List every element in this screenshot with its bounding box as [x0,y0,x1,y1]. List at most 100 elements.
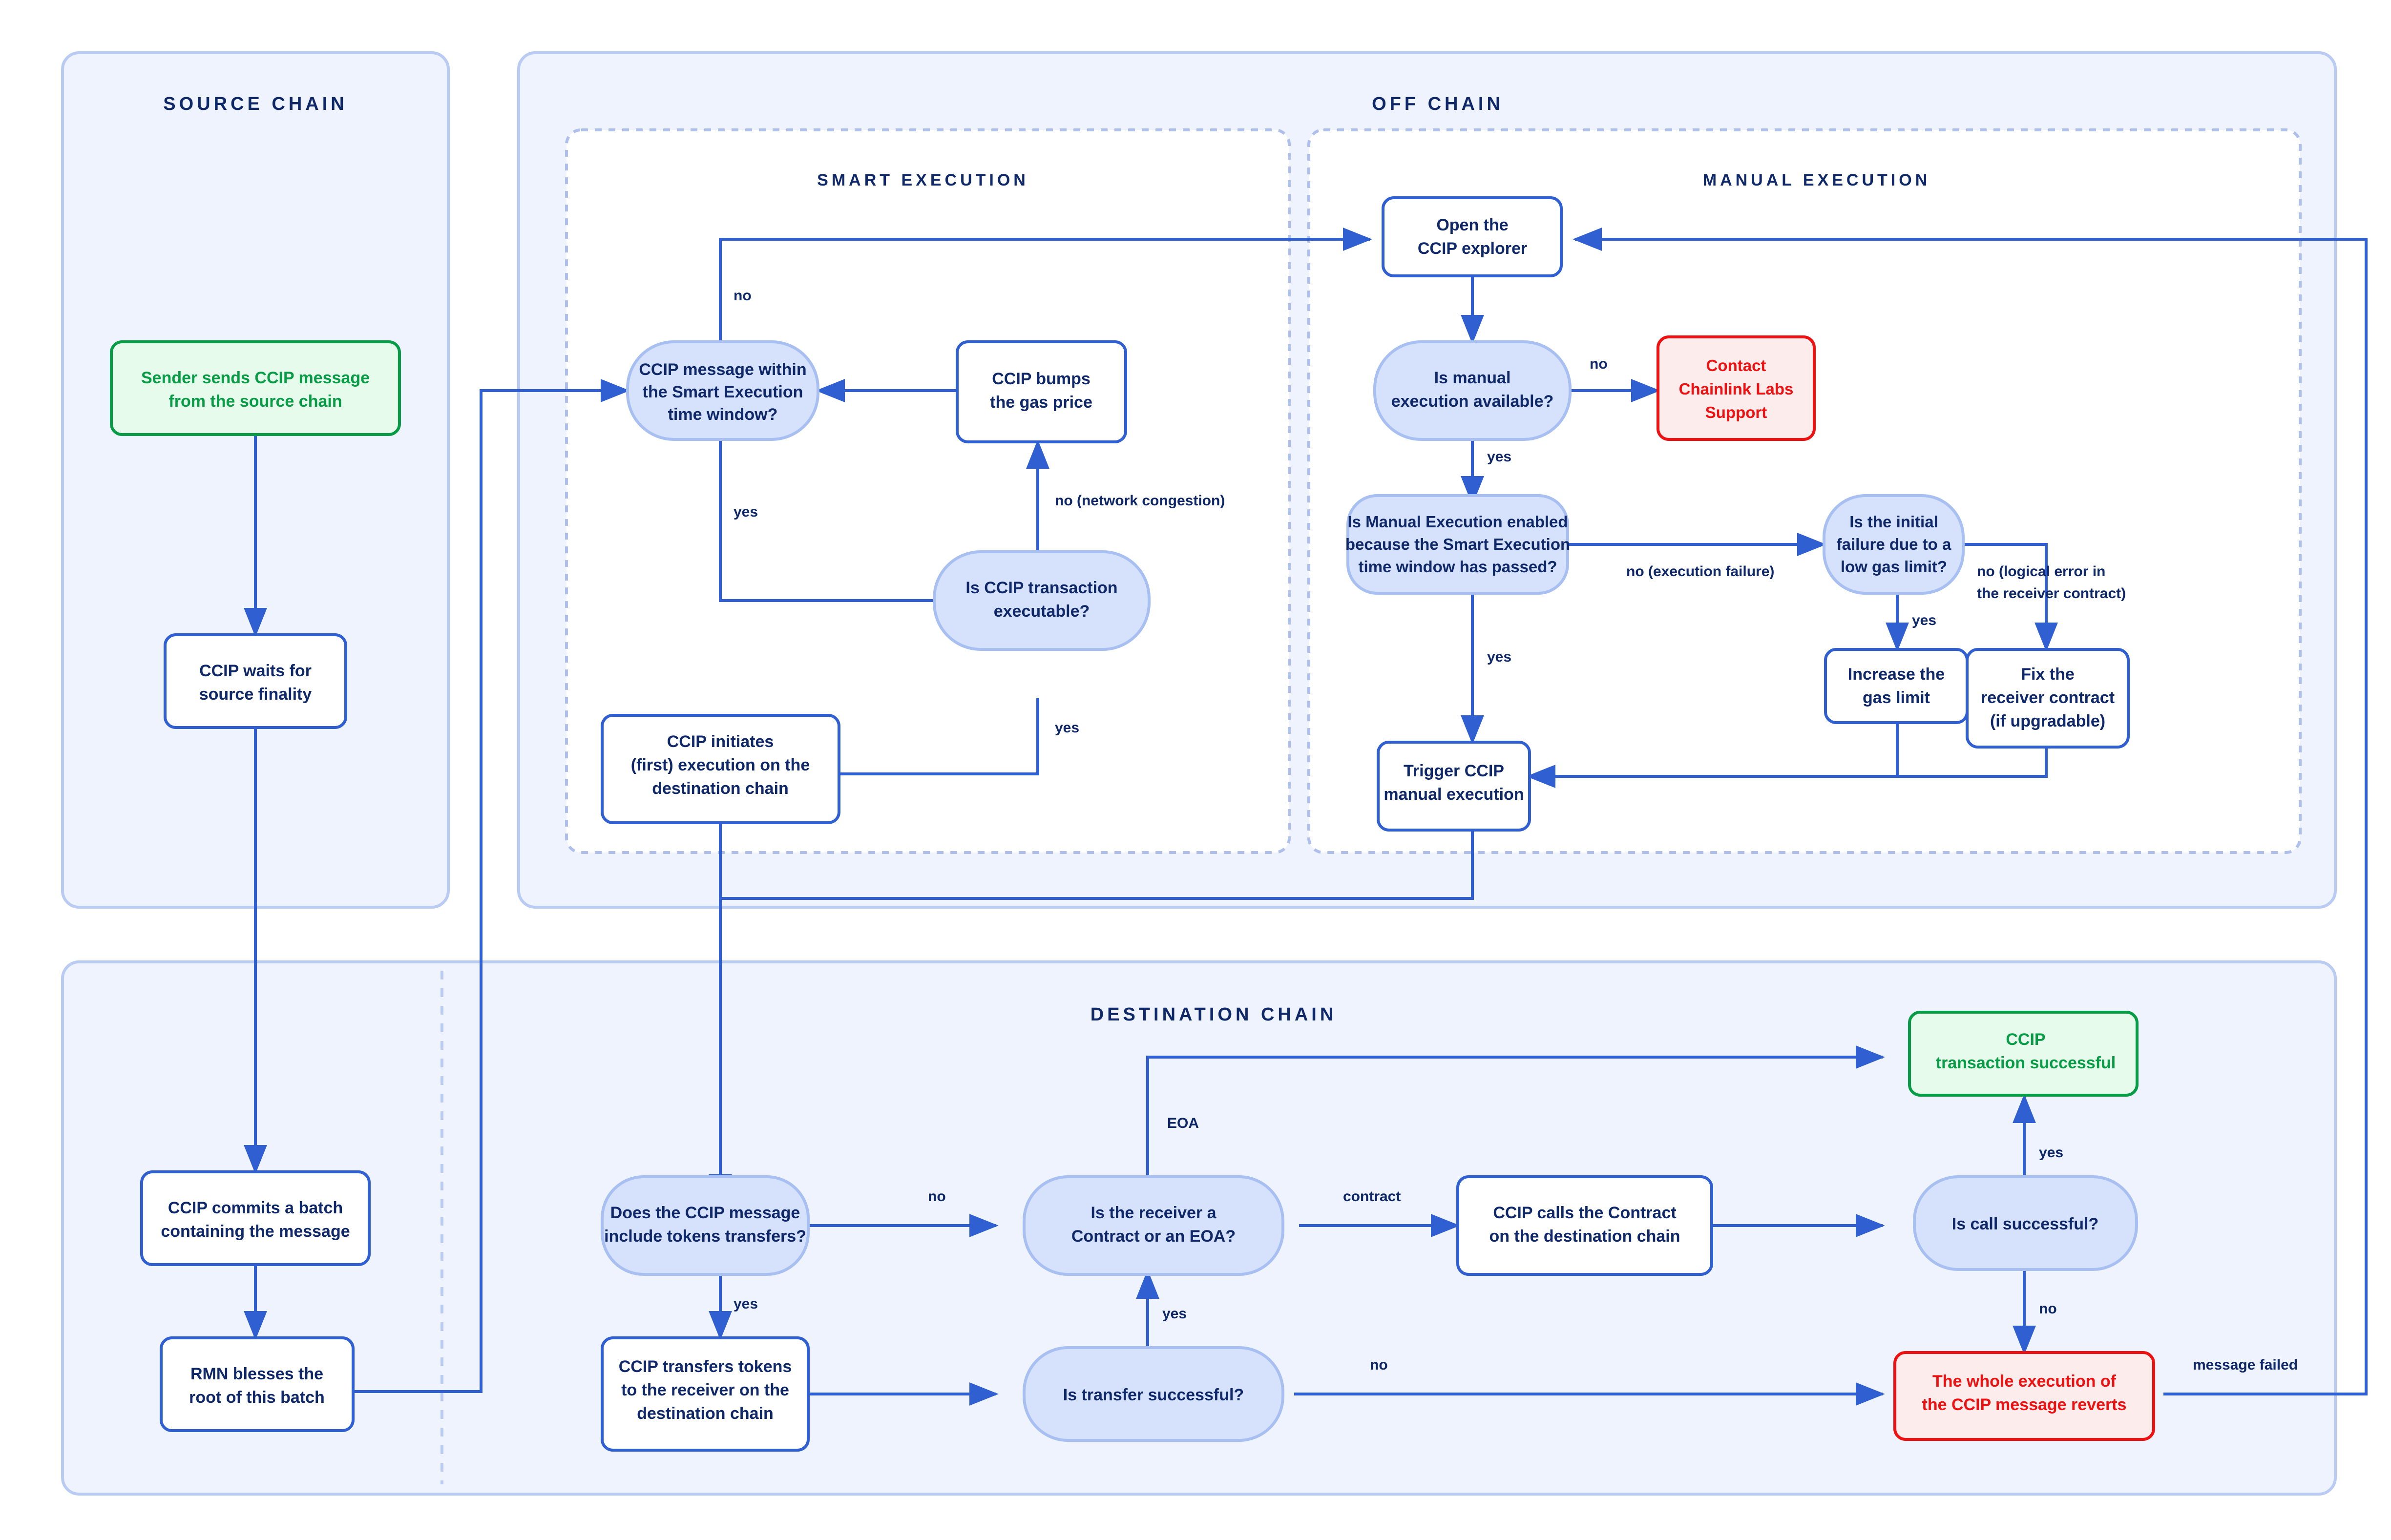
node-trigger-manual-line-2: manual execution [1384,785,1524,804]
node-receiver-kind[interactable]: Is the receiver a Contract or an EOA? [1023,1175,1284,1276]
node-includes-tokens-line-1: Does the CCIP message [610,1204,800,1222]
edge-label-receiver-contract: contract [1343,1188,1401,1205]
lane-title-off-chain: OFF CHAIN [1372,94,1504,114]
edge-label-transfer-successful-yes: yes [1162,1306,1187,1322]
node-calls-contract[interactable]: CCIP calls the Contract on the destinati… [1456,1175,1713,1276]
node-open-explorer[interactable]: Open the CCIP explorer [1382,196,1563,277]
node-trigger-manual-line-1: Trigger CCIP [1404,762,1504,780]
edge-label-tx-executable-yes: yes [1055,720,1079,736]
node-tx-successful[interactable]: CCIP transaction successful [1908,1011,2139,1097]
node-within-window-line-3: time window? [668,405,778,424]
node-includes-tokens-line-2: include tokens transfers? [604,1227,806,1246]
edge-label-includes-tokens-no: no [928,1188,946,1205]
edge-label-within-window-no: no [734,288,752,304]
edge-label-manual-enabled-no: no (execution failure) [1626,563,1774,580]
node-rmn-blesses-line-1: RMN blesses the [190,1365,323,1383]
node-low-gas-limit[interactable]: Is the initial failure due to a low gas … [1823,494,1965,595]
edge-label-low-gas-limit-yes: yes [1912,612,1936,628]
node-bumps-gas[interactable]: CCIP bumps the gas price [956,340,1127,443]
node-transfers-tokens-line-2: to the receiver on the [621,1381,789,1399]
node-tx-executable-line-2: executable? [994,602,1090,621]
node-contact-support-line-3: Support [1705,403,1767,421]
node-low-gas-limit-line-3: low gas limit? [1841,558,1947,576]
sublane-title-smart-execution: SMART EXECUTION [817,171,1029,189]
edge-label-manual-available-yes: yes [1487,449,1511,465]
edge-label-call-successful-yes: yes [2039,1145,2063,1161]
node-manual-enabled-line-2: because the Smart Execution [1345,535,1570,553]
edge-label-layer: no yes no (network congestion) yes no ye… [734,288,2298,1373]
edge-label-manual-enabled-yes: yes [1487,649,1511,665]
edge-layer [244,228,2368,1406]
edge-label-transfer-successful-no: no [1370,1357,1388,1373]
node-execution-reverts[interactable]: The whole execution of the CCIP message … [1893,1351,2155,1441]
edge-label-message-failed: message failed [2193,1357,2298,1373]
node-transfer-successful[interactable]: Is transfer successful? [1023,1346,1284,1442]
edge-label-low-gas-limit-no-2: the receiver contract) [1977,585,2126,602]
node-within-window-line-2: the Smart Execution [643,383,803,401]
node-call-successful[interactable]: Is call successful? [1913,1175,2138,1271]
node-increase-gas-line-1: Increase the [1848,665,1945,684]
node-contact-support-line-1: Contact [1706,356,1766,375]
node-bumps-gas-line-2: the gas price [990,393,1092,412]
node-low-gas-limit-line-1: Is the initial [1849,513,1938,531]
node-sender-sends[interactable]: Sender sends CCIP message from the sourc… [110,340,401,436]
node-waits-finality-line-2: source finality [199,685,312,704]
node-execution-reverts-line-2: the CCIP message reverts [1922,1395,2127,1414]
node-fix-receiver[interactable]: Fix the receiver contract (if upgradable… [1966,648,2130,749]
node-manual-enabled[interactable]: Is Manual Execution enabled because the … [1345,494,1570,595]
node-receiver-kind-line-1: Is the receiver a [1091,1204,1216,1222]
edge-label-within-window-yes: yes [734,504,758,520]
node-call-successful-line-1: Is call successful? [1952,1215,2099,1233]
node-tx-executable-line-1: Is CCIP transaction [965,579,1117,597]
node-bumps-gas-line-1: CCIP bumps [992,370,1091,388]
node-initiates-exec-line-1: CCIP initiates [667,732,774,751]
edge-label-tx-executable-no: no (network congestion) [1055,493,1225,509]
edge-label-call-successful-no: no [2039,1301,2057,1317]
node-trigger-manual[interactable]: Trigger CCIP manual execution [1377,741,1531,832]
node-increase-gas[interactable]: Increase the gas limit [1824,648,1969,724]
lane-title-source-chain: SOURCE CHAIN [163,94,347,114]
node-low-gas-limit-line-2: failure due to a [1837,535,1951,553]
node-tx-successful-line-1: CCIP [2006,1030,2045,1049]
node-contact-support-line-2: Chainlink Labs [1679,380,1794,398]
node-commits-batch[interactable]: CCIP commits a batch containing the mess… [140,1170,371,1266]
node-within-window[interactable]: CCIP message within the Smart Execution … [626,340,819,441]
node-open-explorer-line-1: Open the [1436,216,1508,234]
node-fix-receiver-line-1: Fix the [2021,665,2075,684]
node-includes-tokens[interactable]: Does the CCIP message include tokens tra… [601,1175,810,1276]
node-execution-reverts-line-1: The whole execution of [1932,1372,2117,1391]
node-manual-available[interactable]: Is manual execution available? [1373,340,1572,441]
node-manual-available-line-2: execution available? [1391,392,1554,411]
node-manual-enabled-line-1: Is Manual Execution enabled [1347,513,1568,531]
edge-label-receiver-eoa: EOA [1167,1115,1199,1131]
node-tx-executable[interactable]: Is CCIP transaction executable? [933,550,1151,651]
node-rmn-blesses[interactable]: RMN blesses the root of this batch [160,1336,355,1432]
node-open-explorer-line-2: CCIP explorer [1418,239,1527,258]
node-calls-contract-line-1: CCIP calls the Contract [1493,1204,1676,1222]
node-sender-sends-line-2: from the source chain [168,392,342,411]
sublane-title-manual-execution: MANUAL EXECUTION [1703,171,1931,189]
node-rmn-blesses-line-2: root of this batch [189,1388,325,1407]
edge-label-manual-available-no: no [1590,356,1608,372]
sublane-smart-execution: SMART EXECUTION [565,128,1291,854]
node-transfers-tokens-line-1: CCIP transfers tokens [619,1357,792,1376]
lane-title-destination-chain: DESTINATION CHAIN [1091,1004,1337,1025]
edge-label-low-gas-limit-no-1: no (logical error in [1977,563,2105,580]
node-waits-finality-line-1: CCIP waits for [199,662,312,680]
node-contact-support[interactable]: Contact Chainlink Labs Support [1657,335,1816,441]
node-tx-successful-line-2: transaction successful [1936,1054,2116,1072]
node-initiates-exec-line-2: (first) execution on the [631,756,810,774]
node-within-window-line-1: CCIP message within [639,360,806,379]
node-initiates-exec[interactable]: CCIP initiates (first) execution on the … [601,714,840,824]
node-waits-finality[interactable]: CCIP waits for source finality [164,633,347,729]
node-calls-contract-line-2: on the destination chain [1489,1227,1680,1246]
node-fix-receiver-line-3: (if upgradable) [1990,712,2105,730]
node-commits-batch-line-1: CCIP commits a batch [168,1199,343,1217]
node-sender-sends-line-1: Sender sends CCIP message [141,369,370,387]
node-manual-available-line-1: Is manual [1434,369,1511,387]
node-transfer-successful-line-1: Is transfer successful? [1063,1386,1244,1404]
node-receiver-kind-line-2: Contract or an EOA? [1071,1227,1236,1246]
node-initiates-exec-line-3: destination chain [652,779,789,798]
node-transfers-tokens[interactable]: CCIP transfers tokens to the receiver on… [601,1336,810,1452]
